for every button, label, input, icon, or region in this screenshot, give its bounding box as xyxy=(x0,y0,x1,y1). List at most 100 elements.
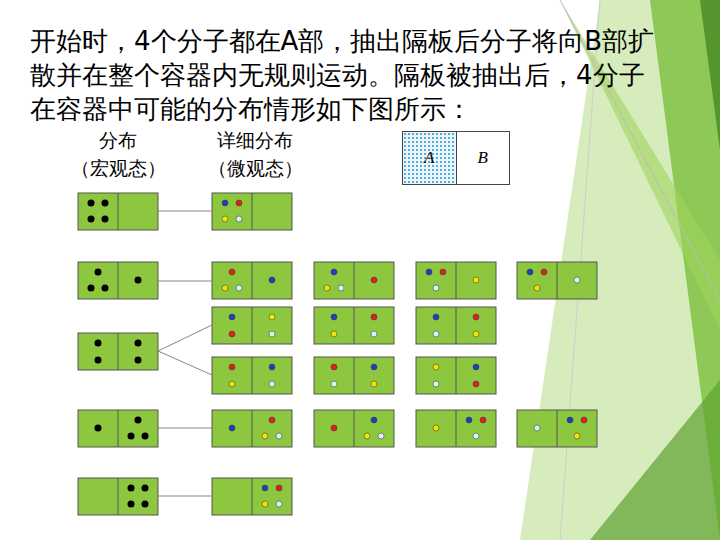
molecule-y xyxy=(269,314,275,320)
molecule-r xyxy=(581,417,587,423)
partition xyxy=(354,357,355,394)
molecule-b xyxy=(473,364,479,370)
molecule-r xyxy=(331,364,337,370)
leader-line xyxy=(158,325,212,351)
container-box xyxy=(314,262,394,299)
molecule-y xyxy=(262,501,268,507)
molecule-b xyxy=(262,485,268,491)
molecule-w xyxy=(269,331,275,337)
molecule-w xyxy=(378,433,384,439)
partition xyxy=(456,307,457,344)
molecule-y xyxy=(331,331,337,337)
molecule-dot xyxy=(88,216,95,223)
partition xyxy=(118,478,119,515)
deco-triangle xyxy=(590,380,720,540)
container-box xyxy=(314,410,394,447)
molecule-b xyxy=(229,314,235,320)
molecule-b xyxy=(269,364,275,370)
molecule-dot xyxy=(135,417,142,424)
leader-line xyxy=(158,496,212,497)
molecule-y xyxy=(473,331,479,337)
molecule-w xyxy=(269,381,275,387)
partition xyxy=(354,262,355,299)
molecule-b xyxy=(222,200,228,206)
molecule-r xyxy=(229,364,235,370)
molecule-b xyxy=(371,417,377,423)
molecule-b xyxy=(433,314,439,320)
molecule-dot xyxy=(128,485,135,492)
molecule-r xyxy=(473,381,479,387)
container-box xyxy=(78,478,158,515)
column-heading: 详细分布 xyxy=(217,128,293,154)
molecule-dot xyxy=(102,216,109,223)
molecule-w xyxy=(574,277,580,283)
molecule-dot xyxy=(102,200,109,207)
partition xyxy=(456,410,457,447)
molecule-dot xyxy=(142,433,149,440)
container-box xyxy=(314,307,394,344)
molecule-dot xyxy=(142,501,149,508)
molecule-y xyxy=(534,285,540,291)
molecule-r xyxy=(480,417,486,423)
compartment-b: B xyxy=(457,132,510,184)
container-box: AB xyxy=(402,131,510,185)
distribution-boxes xyxy=(78,193,597,515)
compartment-label: A xyxy=(422,148,436,168)
molecule-b xyxy=(331,269,337,275)
container-box xyxy=(212,357,292,394)
partition xyxy=(557,410,558,447)
molecule-r xyxy=(269,417,275,423)
molecule-y xyxy=(222,216,228,222)
container-box xyxy=(78,262,158,299)
molecule-w xyxy=(236,285,242,291)
container-box xyxy=(212,410,292,447)
molecule-b xyxy=(229,425,235,431)
partition xyxy=(118,333,119,370)
partition xyxy=(252,410,253,447)
molecule-w xyxy=(534,425,540,431)
molecule-r xyxy=(229,269,235,275)
container-box xyxy=(416,307,496,344)
partition xyxy=(118,193,119,230)
molecule-dot xyxy=(95,357,102,364)
molecule-r xyxy=(371,314,377,320)
molecule-dot xyxy=(95,340,102,347)
container-box xyxy=(78,410,158,447)
container-box xyxy=(416,262,496,299)
container-box xyxy=(416,357,496,394)
molecule-dot xyxy=(102,285,109,292)
column-heading: （宏观态） xyxy=(71,156,166,182)
molecule-b xyxy=(269,277,275,283)
leader-line xyxy=(158,428,212,429)
container-box xyxy=(78,333,158,370)
partition xyxy=(456,262,457,299)
molecule-w xyxy=(433,331,439,337)
molecule-w xyxy=(236,216,242,222)
partition xyxy=(557,262,558,299)
molecule-w xyxy=(473,433,479,439)
molecule-b xyxy=(331,314,337,320)
molecule-w xyxy=(276,433,282,439)
molecule-y xyxy=(262,433,268,439)
molecule-dot xyxy=(95,269,102,276)
molecule-r xyxy=(236,200,242,206)
partition xyxy=(118,410,119,447)
molecule-dot xyxy=(135,277,142,284)
container-box xyxy=(212,193,292,230)
molecule-r xyxy=(541,269,547,275)
container-box xyxy=(517,410,597,447)
molecule-b xyxy=(426,269,432,275)
molecule-dot xyxy=(135,357,142,364)
compartment-label: B xyxy=(476,148,490,168)
container-box xyxy=(416,410,496,447)
molecule-w xyxy=(433,285,439,291)
molecule-dot xyxy=(142,485,149,492)
molecule-y xyxy=(371,381,377,387)
molecule-r xyxy=(440,269,446,275)
molecule-y xyxy=(574,433,580,439)
molecule-w xyxy=(331,381,337,387)
container-box xyxy=(212,307,292,344)
molecule-y xyxy=(433,425,439,431)
molecule-b xyxy=(567,417,573,423)
partition xyxy=(252,307,253,344)
